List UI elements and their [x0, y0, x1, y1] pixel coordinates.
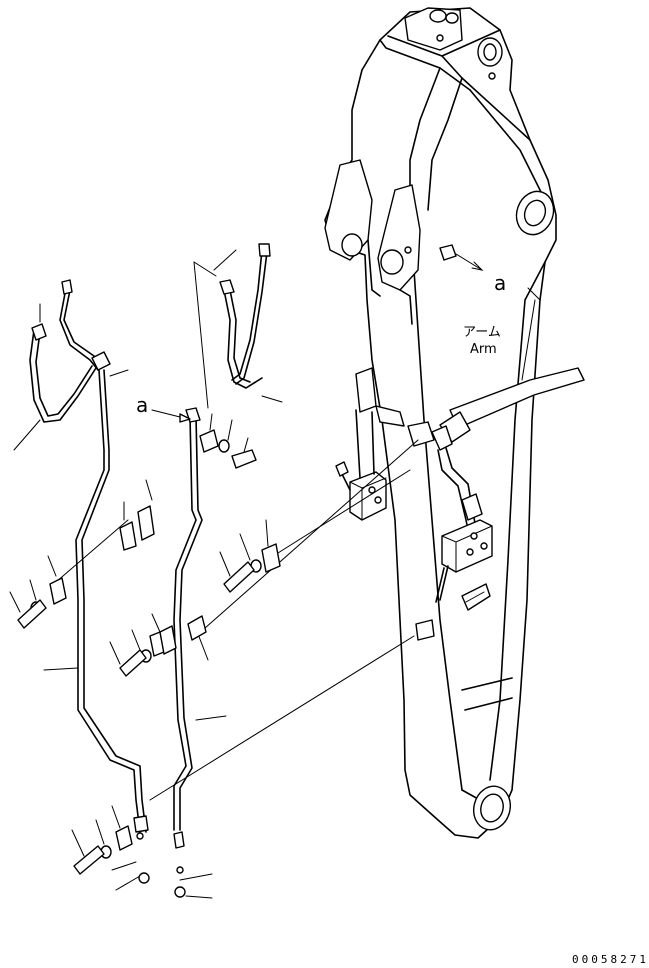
- arm-label-jp: アーム: [463, 325, 501, 340]
- valve-center: [335, 367, 435, 521]
- view-a-label-left: a: [136, 393, 148, 417]
- arm-body: [324, 7, 557, 839]
- arm-label-en: Arm: [470, 342, 497, 357]
- view-a-label-top: a: [494, 271, 506, 295]
- drawing-number: 00058271: [572, 953, 649, 966]
- pipe-right: [173, 407, 203, 849]
- valve-right: [435, 493, 493, 603]
- hose-loop-right: [219, 243, 271, 389]
- clamp-parts: [9, 413, 435, 898]
- hose-loop-left: [29, 279, 111, 423]
- leader-lines: [13, 249, 419, 899]
- view-arrow-left: [151, 409, 191, 423]
- pipe-left: [75, 369, 149, 840]
- arm-hose: [431, 367, 585, 541]
